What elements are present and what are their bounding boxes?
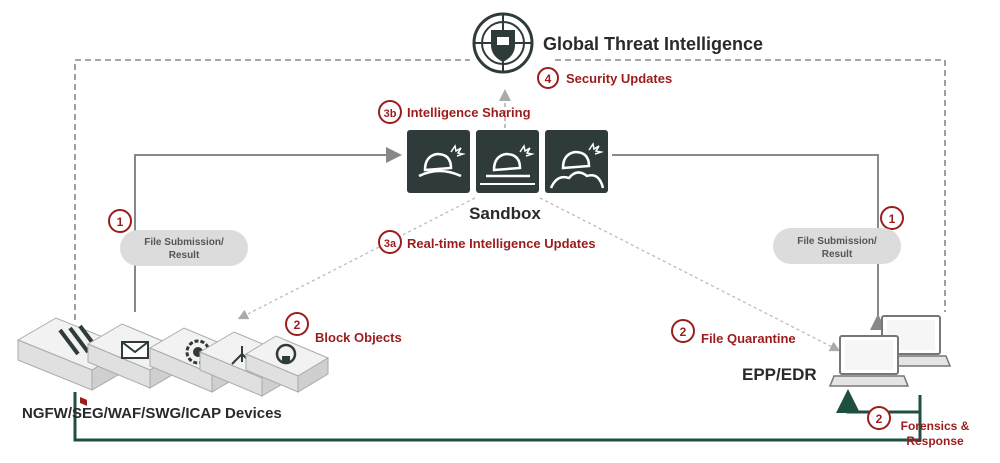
svg-text:Result: Result (169, 250, 200, 261)
forensics-arrow (836, 389, 920, 414)
security-devices (16, 317, 330, 406)
submission-left-pill: File Submission/ Result (120, 230, 248, 266)
laptop-icon (828, 335, 910, 387)
realtime-updates-label: Real-time Intelligence Updates (407, 236, 596, 251)
svg-text:1: 1 (889, 212, 896, 226)
svg-text:4: 4 (545, 72, 552, 86)
svg-text:3a: 3a (384, 238, 397, 250)
svg-text:File Submission/: File Submission/ (144, 237, 224, 248)
svg-text:2: 2 (294, 318, 301, 332)
svg-text:2: 2 (680, 325, 687, 339)
forensics-label-line2: Response (906, 434, 964, 448)
globe-shield-icon (472, 12, 534, 74)
svg-text:Result: Result (822, 249, 853, 260)
file-quarantine-label: File Quarantine (701, 331, 796, 346)
sandbox-bomb-icon (476, 130, 539, 193)
svg-text:File Submission/: File Submission/ (797, 236, 877, 247)
dashed-intel-loop (74, 59, 946, 320)
step-2-block-badge: 2 (285, 312, 309, 336)
sandbox-label: Sandbox (469, 204, 541, 223)
epp-edr-label: EPP/EDR (742, 365, 817, 384)
forensics-loop (73, 392, 922, 442)
sandbox-bomb-icon (545, 130, 608, 193)
step-1-left-badge: 1 (108, 209, 132, 233)
step-1-right-badge: 1 (880, 206, 904, 230)
devices-label: NGFW/SEG/WAF/SWG/ICAP Devices (22, 405, 282, 422)
sandbox-bomb-icon (407, 130, 470, 193)
forensics-label-line1: Forensics & (901, 419, 970, 433)
svg-text:3b: 3b (384, 108, 397, 120)
svg-text:2: 2 (876, 412, 883, 426)
security-updates-label: Security Updates (566, 71, 672, 86)
global-threat-title: Global Threat Intelligence (543, 34, 763, 54)
shield-globe-icon (244, 335, 330, 393)
step-4-badge: 4 (537, 67, 559, 89)
intelligence-sharing-label: Intelligence Sharing (407, 105, 531, 120)
block-objects-label: Block Objects (315, 330, 402, 345)
sandbox-tiles (407, 130, 608, 193)
svg-text:1: 1 (117, 215, 124, 229)
step-2-forensics-badge: 2 (867, 406, 891, 430)
step-3b-badge: 3b (378, 100, 402, 124)
file-quarantine-arrow (539, 197, 841, 352)
step-2-quarantine-badge: 2 (671, 319, 695, 343)
block-objects-arrow (237, 197, 476, 320)
submission-right-pill: File Submission/ Result (773, 228, 901, 264)
step-3a-badge: 3a (378, 230, 402, 254)
